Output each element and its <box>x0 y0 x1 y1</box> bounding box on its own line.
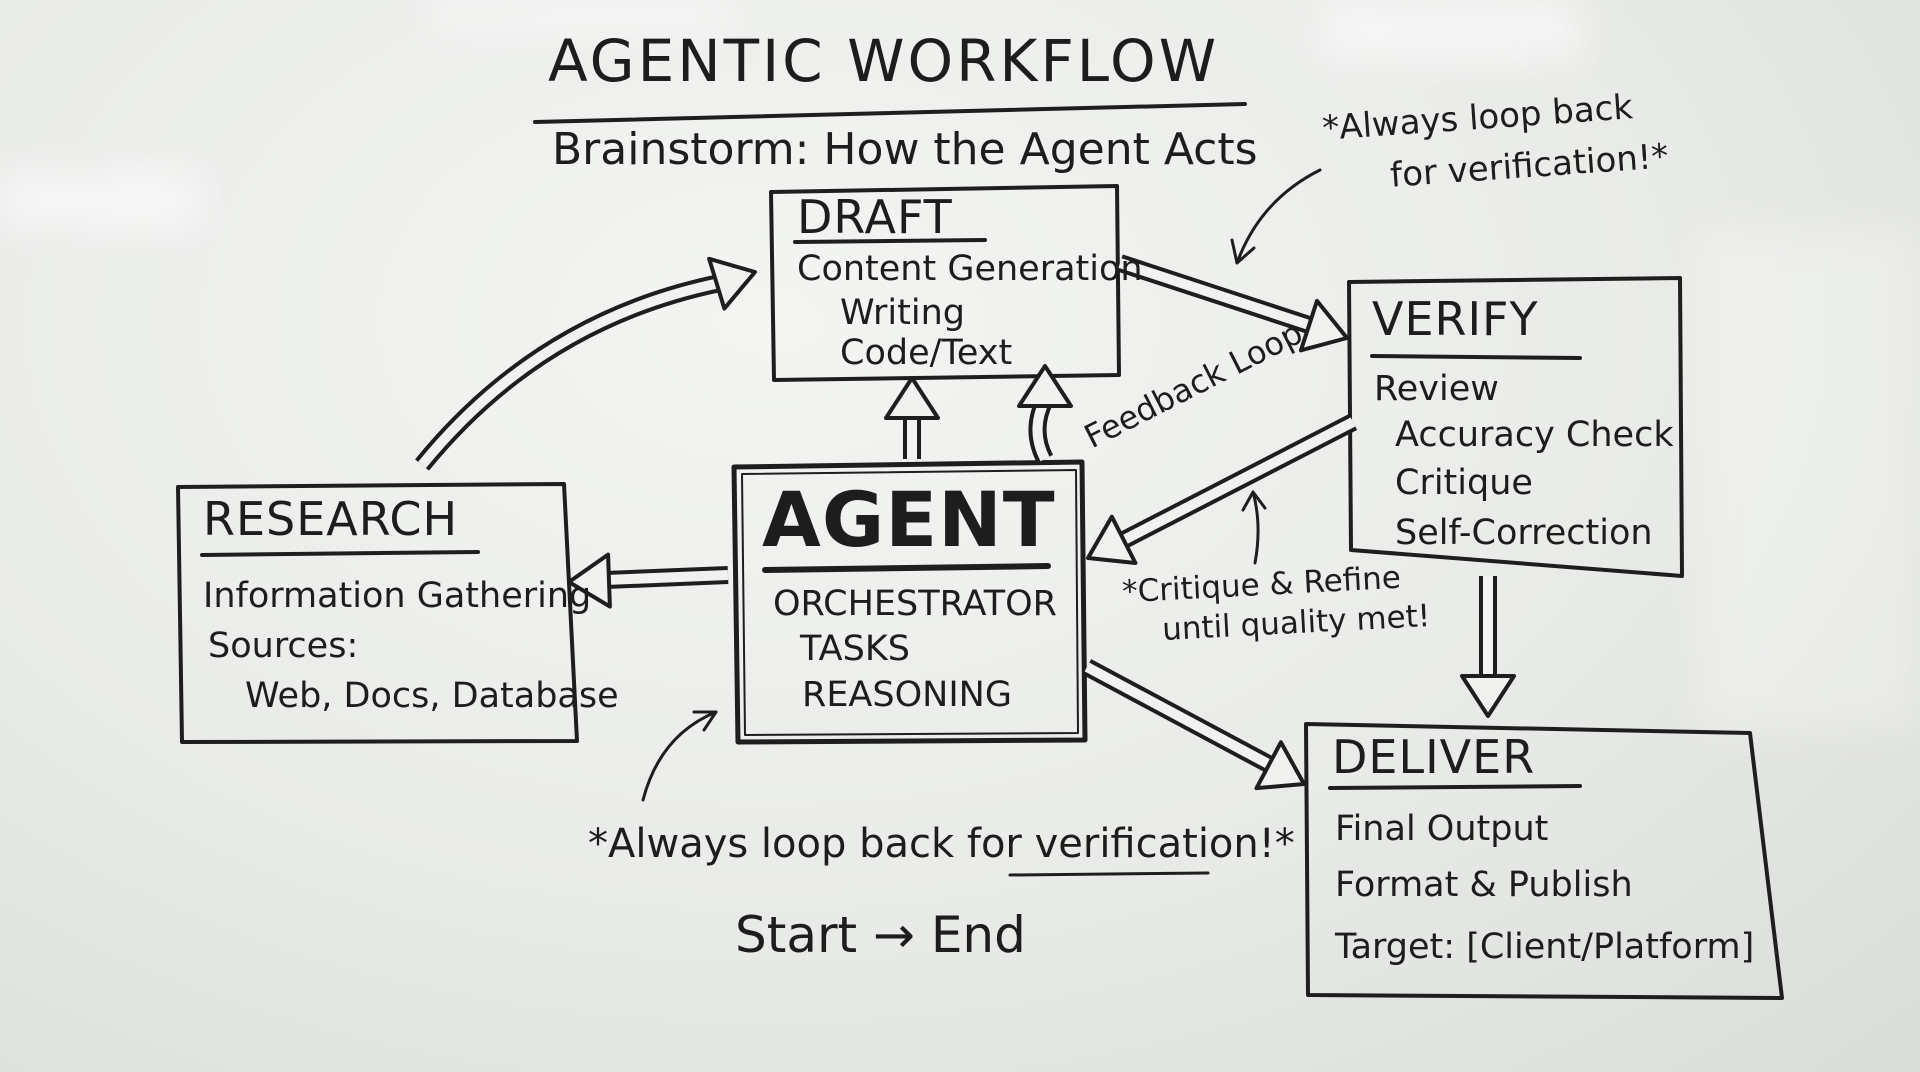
agent-to-deliver-arrow <box>1082 659 1306 791</box>
verify-line: Review <box>1374 369 1499 409</box>
agent-to-deliver-arrow-head <box>1254 740 1306 791</box>
agent-to-draft-loop-arrow <box>1017 364 1073 464</box>
draft-line: Content Generation <box>797 249 1143 289</box>
verify-line: Accuracy Check <box>1395 415 1674 455</box>
verify-heading: VERIFY <box>1372 292 1539 346</box>
research-underline <box>200 550 480 557</box>
agent-to-draft-arrow-head <box>884 376 940 420</box>
agent-line: REASONING <box>802 675 1012 715</box>
agent-heading: AGENT <box>762 475 1056 564</box>
verify-to-agent-feedback-arrow-head <box>1086 514 1138 566</box>
agent-box <box>731 459 1088 745</box>
draft-heading: DRAFT <box>797 190 953 244</box>
agent-to-research-arrow-head <box>567 552 612 609</box>
verify-to-deliver-arrow <box>1460 576 1516 718</box>
deliver-line: Final Output <box>1335 809 1549 849</box>
agent-line: ORCHESTRATOR <box>773 584 1057 624</box>
draft-underline <box>793 238 987 244</box>
diagram-subtitle: Brainstorm: How the Agent Acts <box>552 124 1258 175</box>
research-heading: RESEARCH <box>203 492 459 546</box>
deliver-line: Target: [Client/Platform] <box>1335 927 1755 967</box>
draft-line: Code/Text <box>840 333 1013 373</box>
draft-to-verify-arrow-head <box>1298 298 1349 353</box>
agent-underline <box>762 563 1051 573</box>
research-to-draft-arrow <box>415 256 757 471</box>
start-end-label: Start → End <box>735 906 1026 964</box>
draft-box <box>769 184 1121 382</box>
bottom-note-text: *Always loop back for <box>588 821 1035 867</box>
bottom-note-end: !* <box>1258 821 1295 867</box>
agent-to-draft-arrow <box>884 376 940 459</box>
draft-line: Writing <box>840 293 965 333</box>
flow-arrows <box>415 254 1516 791</box>
deliver-line: Format & Publish <box>1335 865 1633 905</box>
bottom-note-pointer <box>641 710 718 802</box>
research-line: Web, Docs, Database <box>245 676 619 716</box>
critique-pointer <box>1241 490 1267 565</box>
verify-box <box>1347 276 1684 578</box>
agent-box-inner <box>741 469 1079 736</box>
deliver-heading: DELIVER <box>1332 730 1536 784</box>
verify-to-deliver-arrow-head <box>1460 674 1516 718</box>
research-line: Sources: <box>208 626 359 666</box>
research-to-draft-arrow-head <box>707 256 757 311</box>
deliver-box <box>1304 722 1784 1000</box>
research-line: Information Gathering <box>203 576 592 616</box>
agent-to-draft-loop-arrow-head <box>1017 364 1073 408</box>
agent-to-research-arrow <box>567 552 729 609</box>
research-box <box>176 482 579 744</box>
verify-underline <box>1370 354 1582 360</box>
verification-underline <box>1008 871 1210 877</box>
deliver-underline <box>1328 784 1582 790</box>
verify-to-agent-feedback-arrow <box>1086 413 1358 566</box>
draft-to-verify-arrow <box>1117 254 1349 353</box>
verify-line: Critique <box>1395 463 1533 503</box>
top-note-pointer <box>1230 168 1322 265</box>
bottom-note-emphasis: verification <box>1034 821 1259 867</box>
diagram-title: AGENTIC WORKFLOW <box>548 27 1220 95</box>
agent-line: TASKS <box>800 629 910 669</box>
title-underline <box>533 102 1247 124</box>
verify-line: Self-Correction <box>1395 513 1653 553</box>
bottom-note: *Always loop back for verification!* <box>588 822 1295 866</box>
